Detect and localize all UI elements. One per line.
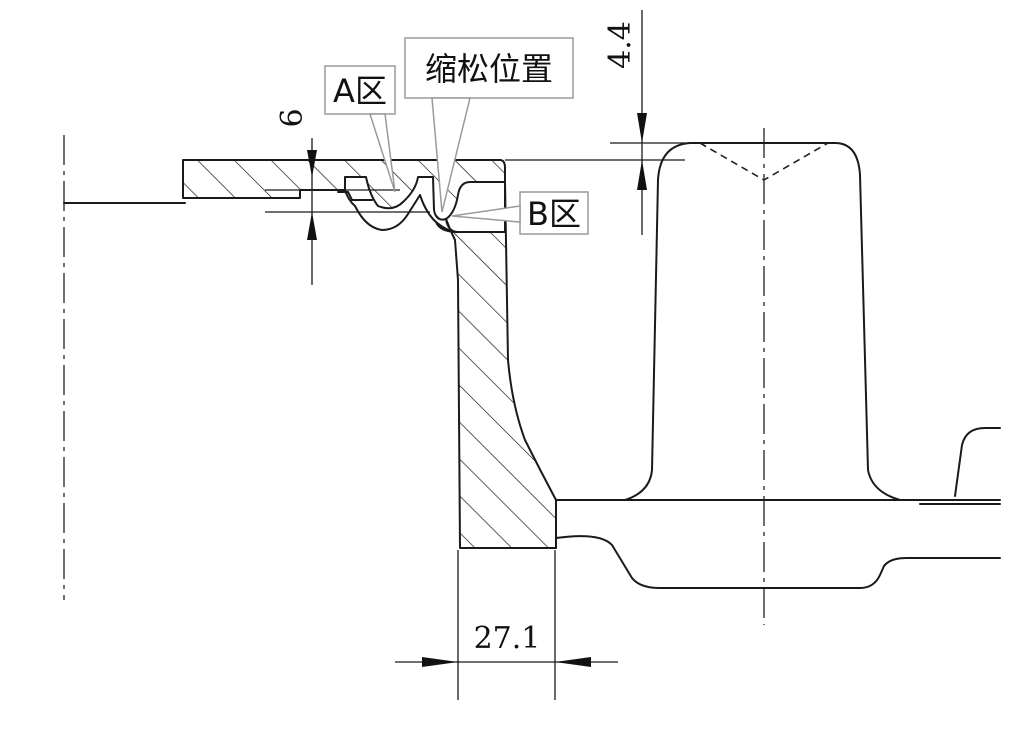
callout-zone-b-label: B区 — [527, 195, 581, 233]
dim-6-arrow-bottom — [307, 212, 317, 240]
dim-6-arrow-top — [307, 150, 317, 177]
web-lower-profile — [555, 535, 1001, 589]
tooth-profile — [624, 142, 901, 501]
hub-stub — [954, 427, 1001, 497]
callout-zone-a-box — [324, 65, 396, 115]
callout-zone-a-label: A区 — [333, 72, 387, 110]
callout-zone-b-box — [519, 191, 589, 235]
dim-4-4-arrow-bottom — [637, 160, 647, 190]
groove-notch — [337, 191, 373, 201]
dim-4-4-arrow-top — [637, 113, 647, 143]
tooth-dashed-tip — [699, 142, 829, 181]
dim-4-4-value: 4.4 — [603, 21, 638, 69]
dim-6-value: 6 — [275, 108, 310, 127]
dim-27-1-value: 27.1 — [474, 621, 541, 656]
wall-section — [445, 181, 557, 549]
dim-27-1-arrow-left — [422, 657, 458, 667]
callout-shrinkage-leader — [431, 97, 471, 213]
callout-shrinkage-box — [404, 37, 574, 99]
dim-27-1-arrow-right — [555, 657, 591, 667]
callout-shrinkage-label: 缩松位置 — [425, 50, 553, 88]
flange-section — [182, 159, 506, 233]
callout-zone-a-leader — [368, 113, 396, 193]
callout-zone-b-leader — [451, 205, 521, 223]
